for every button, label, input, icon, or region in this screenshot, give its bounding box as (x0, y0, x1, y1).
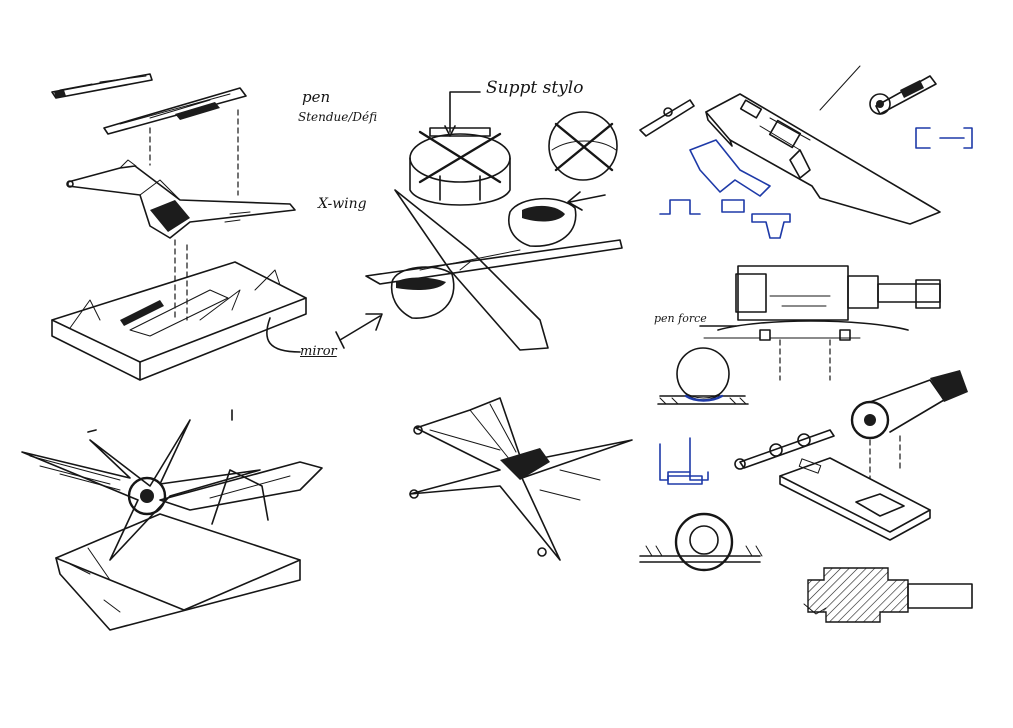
annotation-pen-force: pen force (654, 312, 707, 325)
annotation-support-label: Stendue/Défi (298, 110, 378, 124)
wing-mechanism-sketch (639, 65, 973, 239)
annotation-support-style: Suppt stylo (486, 78, 584, 98)
annotation-miror: miror (300, 344, 337, 359)
annotation-pen: pen (302, 88, 331, 106)
xwing-on-base-sketch (21, 409, 323, 631)
axle-section-sketch (657, 265, 941, 405)
dowel-details-sketch (639, 370, 973, 623)
annotation-xwing: X-wing (318, 196, 367, 212)
pen-exploded-sketch (51, 73, 307, 381)
support-stylo-sketch (335, 91, 623, 351)
xwing-perspective-sketch (409, 397, 633, 561)
